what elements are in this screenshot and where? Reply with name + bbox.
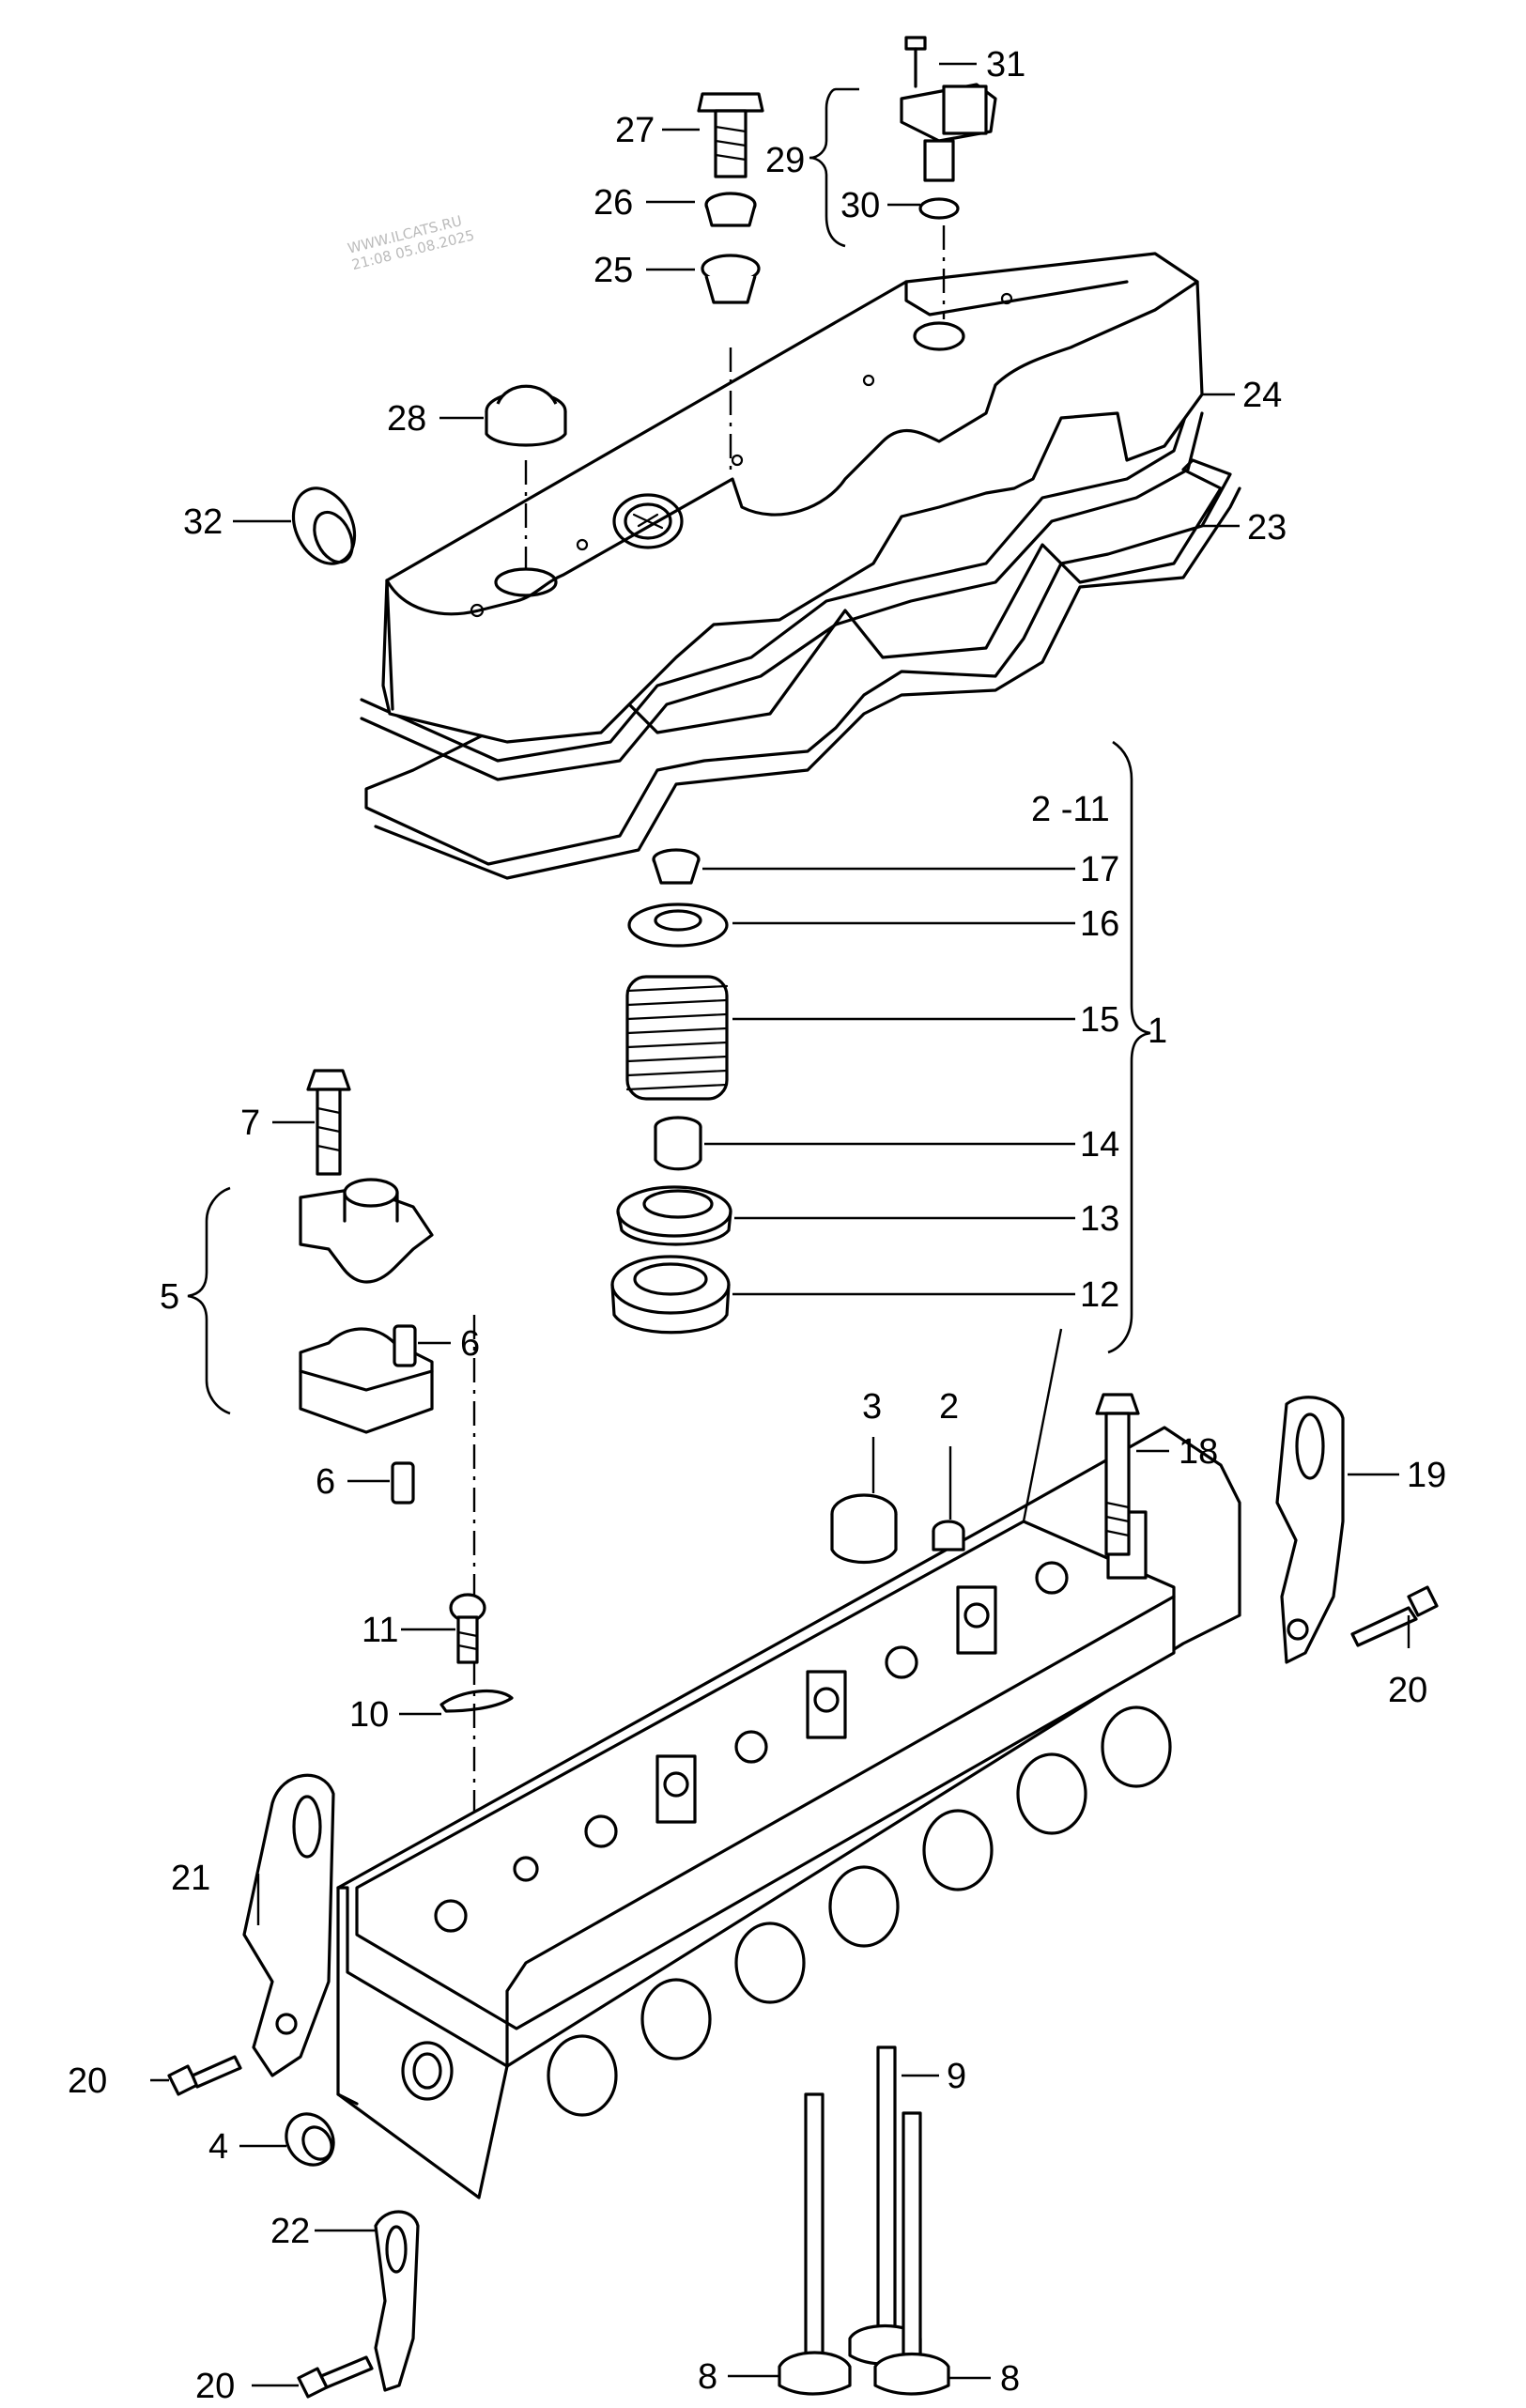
lifting-bracket-21 (242, 1773, 335, 2077)
callout-7: 7 (240, 1104, 260, 1143)
callout-20b: 20 (68, 2061, 107, 2101)
oil-filler-cap (485, 384, 567, 447)
plug-32 (291, 486, 357, 565)
cover-bolt (697, 92, 764, 178)
callout-17: 17 (1080, 850, 1119, 889)
callout-3: 3 (862, 1387, 882, 1427)
callout-20c: 20 (195, 2367, 235, 2406)
dowel-6b (391, 1461, 415, 1505)
spring-seat-13 (616, 1185, 732, 1246)
valve-stem-2 (932, 1520, 965, 1551)
grommet-25 (701, 254, 761, 304)
callout-32: 32 (183, 502, 223, 542)
callout-19: 19 (1407, 1456, 1446, 1495)
valve-keeper-17 (652, 848, 701, 885)
callout-4: 4 (208, 2127, 228, 2167)
callout-25: 25 (593, 251, 633, 290)
bracket-bolt-20c (297, 2355, 374, 2399)
callout-6b: 6 (316, 1462, 335, 1502)
valve-stem-seal-14 (654, 1116, 702, 1171)
callout-11: 11 (362, 1611, 398, 1650)
callout-29: 29 (765, 141, 805, 180)
lifting-bracket-19 (1275, 1396, 1345, 1664)
watermark: WWW.ILCATS.RU 21:08 05.08.2025 (346, 212, 476, 273)
callout-2: 2 (939, 1387, 959, 1427)
callout-2-11: 2 -11 (1031, 790, 1110, 829)
callout-14: 14 (1080, 1125, 1119, 1165)
vent-bolt-11 (449, 1593, 486, 1664)
cylinder-head (336, 1426, 1241, 2200)
cover-gasket-upper (360, 393, 1204, 781)
callout-9: 9 (947, 2057, 966, 2096)
callout-6a: 6 (460, 1324, 480, 1364)
callout-8a: 8 (698, 2357, 717, 2397)
callout-13: 13 (1080, 1199, 1119, 1239)
callout-1: 1 (1148, 1011, 1167, 1051)
gasket-10 (439, 1689, 514, 1713)
spring-retainer-16 (627, 903, 729, 948)
callout-27: 27 (615, 111, 655, 150)
callout-5: 5 (160, 1277, 179, 1317)
callout-10: 10 (349, 1695, 389, 1735)
seal-ring-12 (610, 1255, 731, 1335)
brace-1 (1107, 740, 1151, 1354)
callout-20a: 20 (1388, 1671, 1427, 1710)
dowel-6a (393, 1324, 417, 1367)
grommet-26 (704, 192, 757, 227)
callout-12: 12 (1080, 1275, 1119, 1315)
callout-21: 21 (171, 1859, 210, 1898)
valve-8b (873, 2111, 950, 2396)
bearing-cap-upper (299, 1178, 434, 1284)
callout-18: 18 (1179, 1432, 1218, 1472)
bracket-22 (374, 2210, 420, 2392)
callout-15: 15 (1080, 1000, 1119, 1040)
callout-30: 30 (840, 186, 880, 225)
callout-8b: 8 (1000, 2359, 1020, 2399)
callout-28: 28 (387, 399, 426, 439)
bracket-bolt-20b (167, 2055, 242, 2096)
head-bolt-18 (1095, 1393, 1140, 1556)
valve-cover (381, 252, 1204, 744)
callout-labels: 1 2 2 -11 3 4 5 6 6 7 8 8 9 10 11 12 13 … (68, 45, 1446, 2406)
callout-22: 22 (270, 2212, 310, 2251)
plug-4 (285, 2112, 335, 2167)
valve-8a (778, 2092, 852, 2396)
valve-spring-15 (625, 975, 729, 1101)
callout-24: 24 (1242, 376, 1282, 415)
camshaft-sensor (900, 36, 997, 220)
cover-gasket-lower (364, 458, 1241, 880)
brace-29 (809, 87, 859, 248)
callout-23: 23 (1247, 508, 1287, 548)
leader-lines (150, 62, 1410, 2387)
callout-26: 26 (593, 183, 633, 223)
bearing-cap-bolt-7 (306, 1069, 351, 1176)
bracket-bolt-20a (1350, 1585, 1439, 1647)
hydraulic-lifter-3 (830, 1493, 898, 1565)
brace-5 (187, 1186, 231, 1415)
callout-16: 16 (1080, 904, 1119, 944)
callout-31: 31 (986, 45, 1025, 85)
